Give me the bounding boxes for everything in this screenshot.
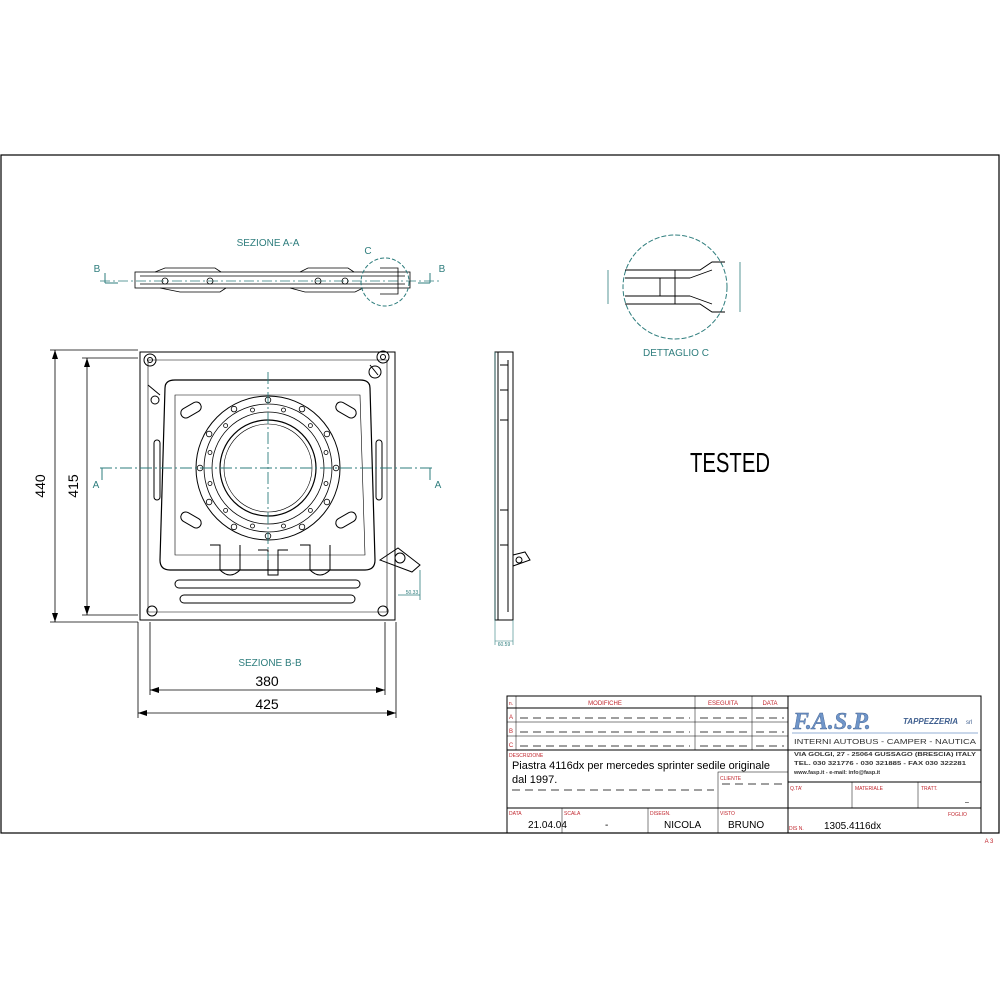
bolt-hole	[230, 405, 238, 413]
rev-data-header: DATA	[762, 701, 777, 707]
bolt-hole	[207, 481, 213, 486]
bolt-hole	[281, 407, 286, 413]
bolt-hole	[223, 423, 229, 429]
company-web: www.fasp.it - e-mail: info@fasp.it	[793, 770, 880, 776]
dimension-lines	[50, 349, 421, 718]
bolt-hole	[250, 523, 255, 529]
detail-c-view	[607, 234, 741, 340]
bolt-hole	[332, 464, 340, 472]
dis-n-value: 1305.4116dx	[824, 821, 881, 832]
scala-value: -	[605, 820, 608, 831]
cliente-label: CLIENTE	[720, 776, 742, 782]
sheet-size: A 3	[985, 839, 994, 845]
visto-label: VISTO	[720, 811, 735, 817]
foglio-label: FOGLIO	[948, 812, 967, 818]
scala-label: SCALA	[564, 811, 581, 817]
detail-c-label: DETTAGLIO C	[643, 348, 709, 359]
tratt-label: TRATT.	[921, 786, 938, 792]
bolt-hole	[207, 450, 213, 455]
rev-n-header: n.	[509, 701, 513, 707]
bolt-hole	[250, 407, 255, 413]
disegn-label: DISEGN.	[650, 811, 671, 817]
bolt-hole	[205, 430, 213, 438]
rev-eseguita-header: ESEGUITA	[708, 701, 738, 707]
dim-425: 425	[255, 696, 279, 712]
cut-a-right: A	[435, 480, 442, 491]
rev-modifiche-header: MODIFICHE	[588, 701, 622, 707]
tested-stamp: TESTED	[690, 447, 770, 478]
tratt-value: –	[965, 799, 969, 806]
bolt-hole	[298, 405, 306, 413]
disegn-value: NICOLA	[664, 820, 702, 831]
bolt-hole	[223, 507, 229, 513]
detail-c-marker-circle	[360, 257, 410, 307]
data-label: DATA	[509, 811, 522, 817]
sheet-border	[0, 154, 1000, 834]
section-aa-label: SEZIONE A-A	[237, 238, 300, 249]
bolt-hole	[281, 523, 286, 529]
company-logo-suffix: TAPPEZZERIA	[903, 717, 958, 726]
data-value: 21.04.04	[528, 820, 567, 831]
cut-b-left: B	[94, 264, 101, 275]
bolt-hole	[230, 523, 238, 531]
title-block-frame	[506, 695, 982, 834]
bolt-hole	[323, 481, 329, 486]
bolt-hole	[298, 523, 306, 531]
dim-small-1: 50.33	[406, 590, 419, 596]
dim-380: 380	[255, 673, 279, 689]
plate-side-view	[494, 351, 531, 621]
dim-440: 440	[32, 474, 48, 498]
detail-c-marker: C	[364, 246, 371, 257]
bolt-hole	[205, 498, 213, 506]
bolt-hole	[323, 430, 331, 438]
bolt-hole	[323, 498, 331, 506]
descrizione-label: DESCRIZIONE	[509, 753, 544, 759]
dim-small-2: 60.59	[498, 642, 511, 648]
cut-a-left: A	[93, 480, 100, 491]
rev-row-b: B	[509, 729, 513, 735]
rev-row-a: A	[509, 715, 513, 721]
bolt-hole	[323, 450, 329, 455]
qta-label: Q.TA'	[790, 786, 802, 792]
company-tagline: INTERNI AUTOBUS - CAMPER - NAUTICA	[794, 739, 976, 746]
descrizione-line2: dal 1997.	[512, 774, 557, 786]
dim-415: 415	[65, 474, 81, 498]
bolt-hole	[307, 507, 313, 513]
company-logo-name: F.A.S.P.	[792, 709, 871, 735]
bolt-hole	[307, 423, 313, 429]
visto-value: BRUNO	[728, 820, 764, 831]
company-address: VIA GOLGI, 27 - 25064 GUSSAGO (BRESCIA) …	[794, 752, 976, 758]
descrizione-line1: Piastra 4116dx per mercedes sprinter sed…	[512, 760, 770, 772]
materiale-label: MATERIALE	[855, 786, 884, 792]
cut-b-right: B	[439, 264, 446, 275]
company-logo-srl: srl	[966, 720, 972, 726]
section-bb-label: SEZIONE B-B	[238, 658, 302, 669]
rev-row-c: C	[509, 743, 514, 749]
plate-front-view	[139, 350, 421, 621]
section-aa-view	[100, 267, 440, 295]
dis-n-label: DIS N.	[789, 826, 804, 832]
company-phone: TEL. 030 321776 - 030 321885 - FAX 030 3…	[794, 761, 966, 767]
